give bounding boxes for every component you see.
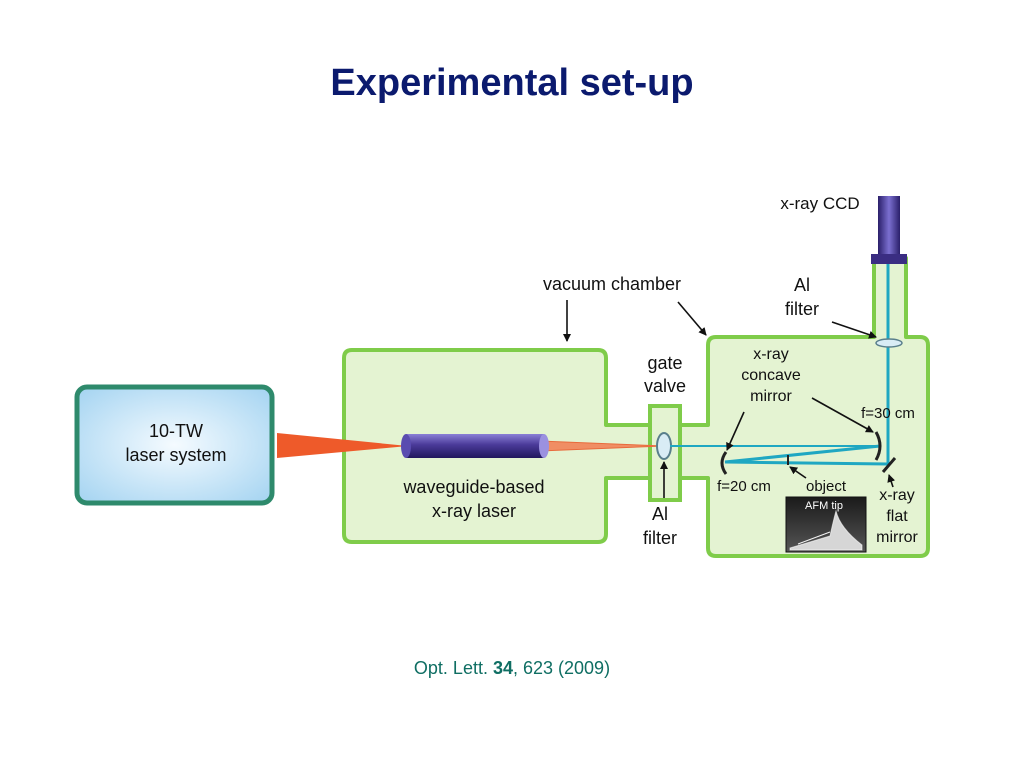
al-filter-bottom-line2: filter (643, 528, 677, 548)
xray-beam-path (670, 262, 890, 466)
waveguide-label-line1: waveguide-based (402, 477, 544, 497)
arrow-vacuum-chamber-right (677, 301, 707, 336)
concave-mirror-line3: mirror (750, 388, 792, 405)
arrow-concave-mirror-left (726, 411, 745, 451)
arrow-object (789, 466, 807, 479)
gate-valve-label-line2: valve (644, 376, 686, 396)
laser-system-line2: laser system (125, 445, 226, 465)
slide-title: Experimental set-up (330, 62, 694, 104)
flat-mirror-line3: mirror (876, 529, 918, 546)
flat-mirror-line2: flat (886, 508, 908, 525)
concave-mirror-line1: x-ray (753, 346, 789, 363)
concave-mirror-right-icon (874, 431, 882, 461)
laser-system-box: 10-TW laser system (74, 384, 275, 506)
arrow-al-filter-top (831, 321, 877, 339)
afm-tip-inset: AFM tip (785, 496, 867, 553)
focal-30-label: f=30 cm (861, 405, 915, 422)
al-filter-bottom-line1: Al (652, 504, 668, 524)
vacuum-chamber-label: vacuum chamber (543, 274, 681, 294)
citation-journal: Opt. Lett. (413, 658, 493, 678)
arrow-flat-mirror (887, 474, 896, 488)
concave-mirror-line2: concave (741, 367, 801, 384)
vacuum-chamber-outline (342, 256, 930, 558)
xray-ccd-camera (871, 196, 907, 264)
al-filter-top-line1: Al (794, 275, 810, 295)
citation-volume: 34 (492, 658, 513, 678)
afm-tip-label: AFM tip (805, 500, 843, 512)
al-filter-gate-icon (656, 432, 672, 460)
object-label: object (806, 478, 847, 495)
waveguide-tube (401, 434, 549, 458)
pump-laser-beam (277, 433, 408, 458)
arrow-concave-mirror-right (811, 397, 874, 433)
annotation-arrows (563, 300, 896, 498)
citation: Opt. Lett. 34, 623 (2009) (0, 658, 1024, 679)
laser-system-line1: 10-TW (149, 421, 203, 441)
al-filter-top-icon (875, 338, 903, 348)
flat-mirror-line1: x-ray (879, 487, 915, 504)
waveguide-label-line2: x-ray laser (432, 501, 516, 521)
flat-mirror-icon (881, 457, 897, 473)
concave-mirror-left-icon (720, 451, 728, 475)
focal-20-label: f=20 cm (717, 478, 771, 495)
gate-valve-label-line1: gate (647, 353, 682, 373)
al-filter-top-line2: filter (785, 299, 819, 319)
citation-rest: , 623 (2009) (513, 658, 611, 678)
xray-ccd-label: x-ray CCD (780, 194, 859, 213)
